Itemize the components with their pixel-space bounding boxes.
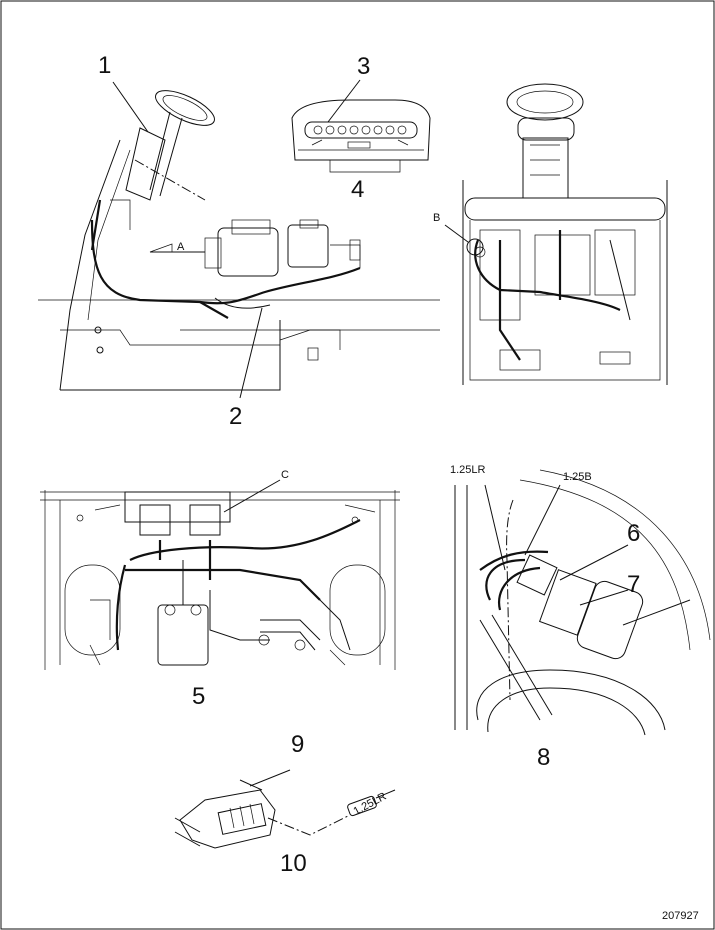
figure-number: 207927 <box>662 910 699 922</box>
chassis-harness-illustration <box>40 479 400 670</box>
callout-3: 3 <box>357 53 371 80</box>
meter-panel-illustration <box>291 79 431 173</box>
rear-view-illustration <box>444 83 668 385</box>
callout-6: 6 <box>627 520 641 547</box>
callout-1: 1 <box>98 52 112 79</box>
side-view-illustration <box>38 81 440 399</box>
callout-2: 2 <box>229 403 243 430</box>
view-letter-c: C <box>281 469 289 481</box>
connector-detail-illustration <box>454 469 711 736</box>
view-letter-b: B <box>433 212 441 224</box>
wire-label-1-25lr: 1.25LR <box>450 464 486 476</box>
callout-9: 9 <box>291 731 305 758</box>
callout-7: 7 <box>627 571 641 598</box>
callout-5: 5 <box>192 683 206 710</box>
callout-4: 4 <box>351 176 365 203</box>
lamp-connector-illustration <box>174 769 396 849</box>
callout-10: 10 <box>280 850 307 877</box>
callout-8: 8 <box>537 744 551 771</box>
view-letter-a: A <box>177 241 185 253</box>
wire-label-1-25b: 1.25B <box>563 471 592 483</box>
